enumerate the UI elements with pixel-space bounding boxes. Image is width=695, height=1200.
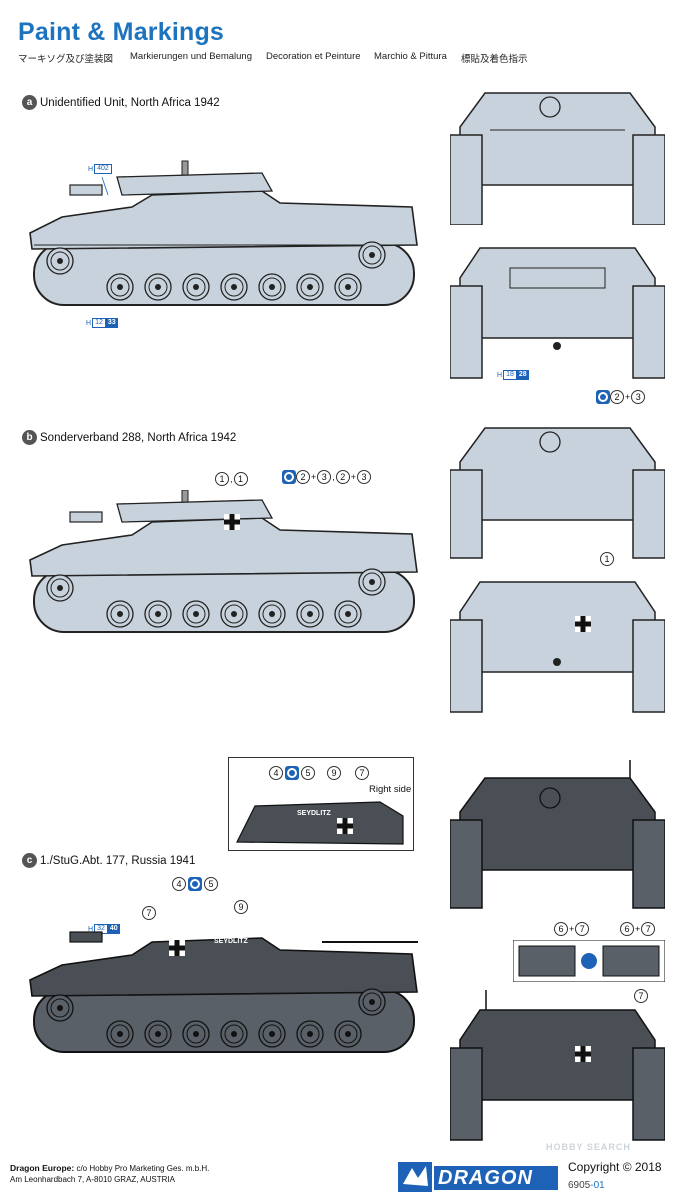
- decal-sheet-icon: [188, 877, 202, 891]
- vehicle-b-rear-view: [450, 581, 665, 713]
- callout-b-front: 2+3: [596, 390, 646, 404]
- brand-name: DRAGON: [438, 1167, 533, 1189]
- scheme-c-label: c 1./StuG.Abt. 177, Russia 1941: [22, 853, 195, 868]
- subtitle-chinese: 標貼及着色指示: [461, 54, 528, 65]
- footer-address: Dragon Europe: c/o Hobby Pro Marketing G…: [10, 1163, 210, 1184]
- subtitle-german: Markierungen und Bemalung: [130, 51, 252, 62]
- callout-b-rear: 1: [600, 552, 614, 566]
- decal-sheet-icon: [285, 766, 299, 780]
- scheme-a-label: a Unidentified Unit, North Africa 1942: [22, 95, 220, 110]
- inset-name-label: SEYDLITZ: [297, 810, 331, 817]
- vehicle-c-front-view: [450, 760, 665, 909]
- vehicle-a-front-view: [450, 92, 665, 225]
- vehicle-b-side-view: [29, 490, 418, 633]
- callout-b-side-left: 1,1: [215, 472, 248, 486]
- watermark: HOBBY SEARCH: [546, 1142, 631, 1152]
- subtitle-row: マーキソグ及び塗装図 Markierungen und Bemalung Dec…: [18, 51, 658, 65]
- decal-sheet-icon: [282, 470, 296, 484]
- inset-side-label: Right side: [369, 784, 412, 795]
- scheme-c-letter: c: [22, 853, 37, 868]
- scheme-b-letter: b: [22, 430, 37, 445]
- callout-c-rear-right: 6+7: [620, 922, 656, 936]
- subtitle-japanese: マーキソグ及び塗装図: [18, 54, 114, 65]
- callout-c-9: 9: [234, 900, 248, 914]
- scheme-a-letter: a: [22, 95, 37, 110]
- vehicle-c-rear-view: [450, 990, 665, 1141]
- copyright-text: Copyright © 2018: [568, 1160, 662, 1174]
- callout-c-rear-7: 7: [634, 989, 648, 1003]
- page-title: Paint & Markings: [18, 18, 225, 46]
- vehicle-b-front-view: [450, 427, 665, 559]
- callout-c-rear-left: 6+7: [554, 922, 590, 936]
- callout-b-side-right: 2+3, 2+3: [282, 470, 372, 484]
- product-code: 6905-01: [568, 1180, 605, 1191]
- scheme-b-label: b Sonderverband 288, North Africa 1942: [22, 430, 236, 445]
- vehicle-a-side-view: [29, 160, 418, 306]
- subtitle-italian: Marchio & Pittura: [374, 51, 447, 62]
- dragon-logo: DRAGON: [398, 1160, 560, 1196]
- subtitle-french: Decoration et Peinture: [266, 51, 361, 62]
- decal-sheet-icon: [596, 390, 610, 404]
- vehicle-a-rear-view: [450, 247, 665, 379]
- vehicle-c-side-view: [29, 931, 418, 1053]
- callout-c-7: 7: [142, 906, 156, 920]
- vehicle-c-name-label: SEYDLITZ: [214, 938, 248, 945]
- rear-marking-detail: [513, 940, 665, 982]
